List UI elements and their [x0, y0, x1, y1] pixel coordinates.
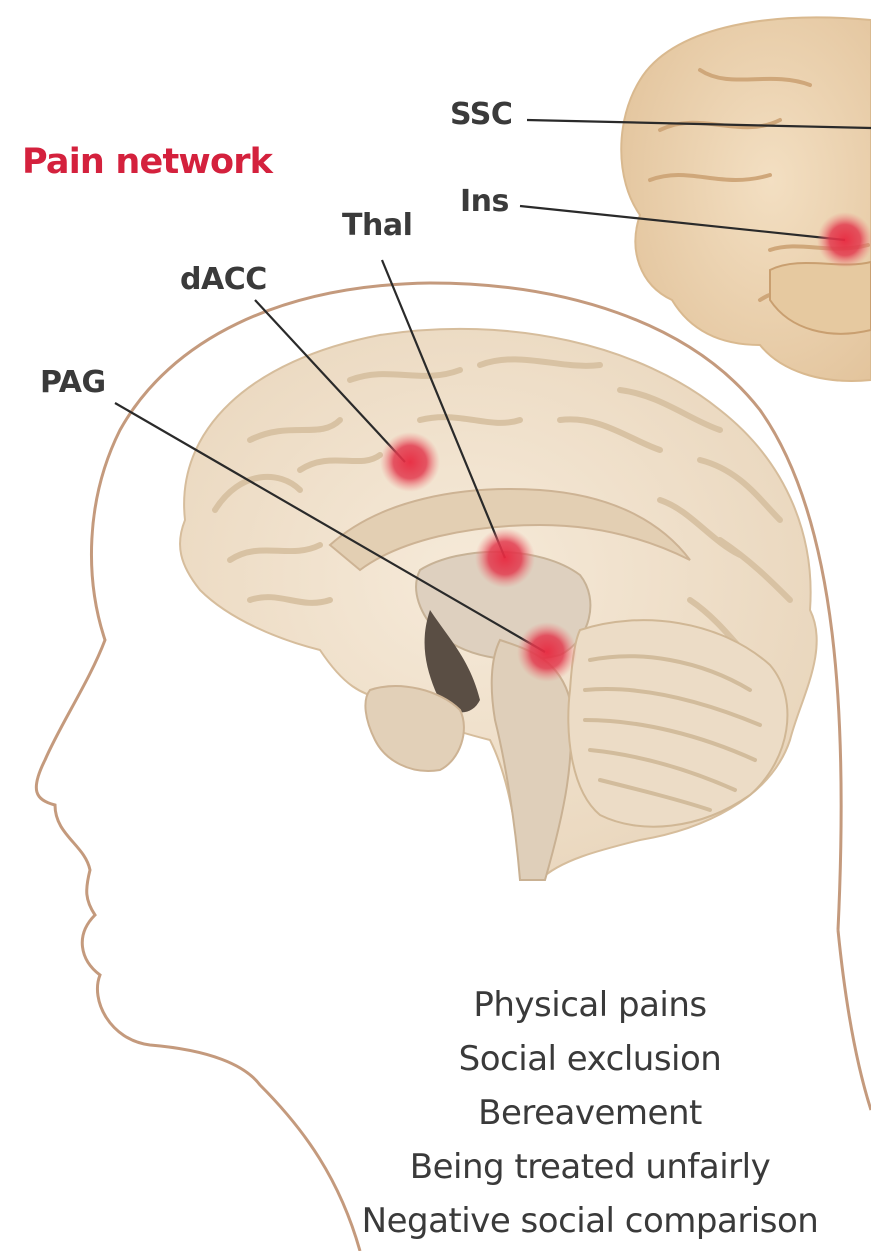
label-thal: Thal [342, 208, 412, 243]
label-ins: Ins [460, 184, 509, 219]
conditions-list: Physical pains Social exclusion Bereavem… [310, 978, 870, 1248]
label-ssc: SSC [450, 97, 512, 132]
pag-hotspot [517, 622, 577, 682]
condition-item: Bereavement [310, 1086, 870, 1140]
ins-hotspot [817, 212, 871, 268]
medial-brain-illustration [180, 329, 817, 880]
diagram-title: Pain network [22, 142, 272, 182]
label-pag: PAG [40, 365, 106, 400]
lateral-brain-illustration [621, 18, 871, 381]
condition-item: Social exclusion [310, 1032, 870, 1086]
condition-item: Physical pains [310, 978, 870, 1032]
dacc-hotspot [380, 432, 440, 492]
thal-hotspot [475, 528, 535, 588]
condition-item: Being treated unfairly [310, 1140, 870, 1194]
condition-item: Negative social comparison [310, 1194, 870, 1248]
label-dacc: dACC [180, 262, 267, 297]
